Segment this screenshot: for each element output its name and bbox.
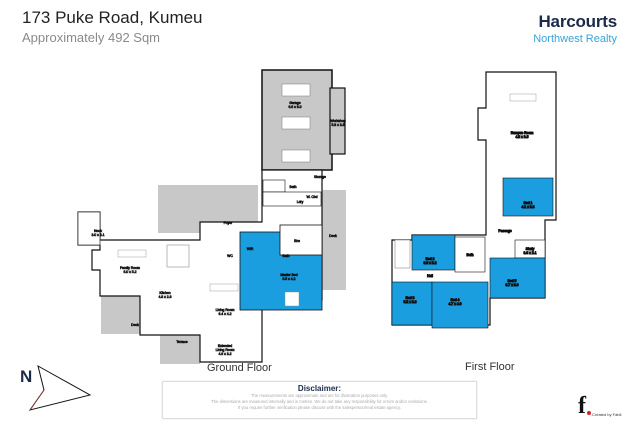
brand-logo: Harcourts Northwest Realty xyxy=(533,12,617,45)
label-wc: WC xyxy=(227,254,233,258)
label-garage: Garage xyxy=(289,101,300,105)
garage-car-2 xyxy=(281,116,311,130)
label-storage: Storage xyxy=(314,175,326,179)
size-nook: 3.0 x 3.1 xyxy=(91,233,104,237)
label-bath2: Bath xyxy=(283,254,290,258)
label-bed1: Bed 1 xyxy=(524,201,533,205)
ground-floor-plan: Garage 6.6 x 9.0 Workshop 5.9 x 3.8 Stor… xyxy=(77,69,346,364)
size-family: 6.0 x 5.2 xyxy=(123,270,136,274)
label-master: Master Bed xyxy=(280,273,297,277)
size-bed1: 4.1 x 3.8 xyxy=(521,205,534,209)
bed-3 xyxy=(391,281,433,326)
label-deck-left: Deck xyxy=(131,323,139,327)
size-garage: 6.6 x 9.0 xyxy=(288,105,301,109)
disclaimer-title: Disclaimer: xyxy=(297,384,342,393)
label-nook: Nook xyxy=(94,229,102,233)
label-bath-first: Bath xyxy=(467,253,474,257)
stairs-ground xyxy=(166,244,190,268)
size-living: 6.4 x 4.2 xyxy=(218,312,231,316)
disclaimer-box: Disclaimer: The measurements are approxi… xyxy=(162,381,477,419)
label-workshop: Workshop xyxy=(330,119,345,123)
floor-area: Approximately 492 Sqm xyxy=(22,30,161,45)
size-master: 5.5 x 4.2 xyxy=(282,277,295,281)
fabil-dot-icon xyxy=(587,411,591,415)
workshop-area xyxy=(329,87,346,155)
garage-car-3 xyxy=(281,149,311,163)
label-foyer: Foyer xyxy=(224,221,234,225)
ensuite xyxy=(279,224,323,256)
label-extended-2: Living Room xyxy=(216,348,235,352)
garage-car-1 xyxy=(281,83,311,97)
brand-name: Harcourts xyxy=(538,12,617,31)
north-label: N xyxy=(20,367,33,386)
living-sofa xyxy=(209,283,239,292)
label-bath: Bath xyxy=(290,185,297,189)
label-deck-right: Deck xyxy=(329,234,337,238)
label-terrace: Terrace xyxy=(176,340,187,344)
label-extended: Extended xyxy=(218,344,232,348)
size-workshop: 5.9 x 3.8 xyxy=(331,123,344,127)
rumpus-sofa xyxy=(509,93,537,102)
disclaimer-line: If you require further verification plea… xyxy=(237,405,402,410)
deck-right-area xyxy=(322,190,346,290)
disclaimer-line: The measurements are approximate and are… xyxy=(250,393,389,398)
label-family: Family Room xyxy=(120,266,140,270)
label-wcbd: W. Cbd xyxy=(306,195,317,199)
nook xyxy=(77,211,101,246)
credit-text: Created by Fabil xyxy=(592,412,622,417)
fabil-logo: f Created by Fabil xyxy=(578,393,621,419)
size-kitchen: 4.8 x 2.8 xyxy=(158,295,171,299)
label-hall: Hall xyxy=(427,274,433,278)
property-address: 173 Puke Road, Kumeu xyxy=(22,8,203,27)
bed-5 xyxy=(489,257,546,299)
family-sofa xyxy=(117,249,147,258)
label-bed5: Bed 5 xyxy=(508,279,517,283)
size-bed3: 5.2 x 3.3 xyxy=(403,300,416,304)
label-ldry: Ldry xyxy=(297,200,304,204)
bath-first xyxy=(454,236,486,273)
bed-1 xyxy=(502,177,554,217)
label-living: Living Room xyxy=(216,308,235,312)
first-floor-plan: Rumpus Room 4.6 x 9.5 Bed 1 4.1 x 3.8 Pa… xyxy=(391,71,557,329)
ground-floor-label: Ground Floor xyxy=(207,362,272,374)
brand-office: Northwest Realty xyxy=(533,33,617,45)
terrace-area xyxy=(160,334,200,364)
disclaimer-line: The dimensions are measured internally a… xyxy=(211,399,428,404)
label-study: Study xyxy=(526,247,535,251)
label-wir: WIR xyxy=(247,247,254,251)
label-rumpus: Rumpus Room xyxy=(511,131,534,135)
stairs-first xyxy=(394,239,411,269)
north-arrow-icon xyxy=(28,365,92,411)
label-passage: Passage xyxy=(498,229,511,233)
master-bed-furniture xyxy=(284,291,300,307)
ground-floor-walls xyxy=(77,169,323,363)
label-ens: Ens xyxy=(294,239,300,243)
label-bed4: Bed 4 xyxy=(451,298,460,302)
label-bed2: Bed 2 xyxy=(426,257,435,261)
first-floor-label: First Floor xyxy=(465,361,515,373)
size-extended: 4.6 x 3.2 xyxy=(218,352,231,356)
label-kitchen: Kitchen xyxy=(159,291,170,295)
fabil-logo-letter: f xyxy=(578,393,586,419)
laundry xyxy=(262,191,322,207)
bed-4 xyxy=(431,281,489,329)
bed-2 xyxy=(411,234,456,271)
size-rumpus: 4.6 x 9.5 xyxy=(515,135,528,139)
size-study: 3.6 x 2.1 xyxy=(523,251,536,255)
bath-ground xyxy=(262,179,286,193)
size-bed4: 4.7 x 4.0 xyxy=(448,302,461,306)
size-bed2: 3.6 x 3.2 xyxy=(423,261,436,265)
label-bed3: Bed 3 xyxy=(406,296,415,300)
size-bed5: 3.7 x 3.0 xyxy=(505,283,518,287)
